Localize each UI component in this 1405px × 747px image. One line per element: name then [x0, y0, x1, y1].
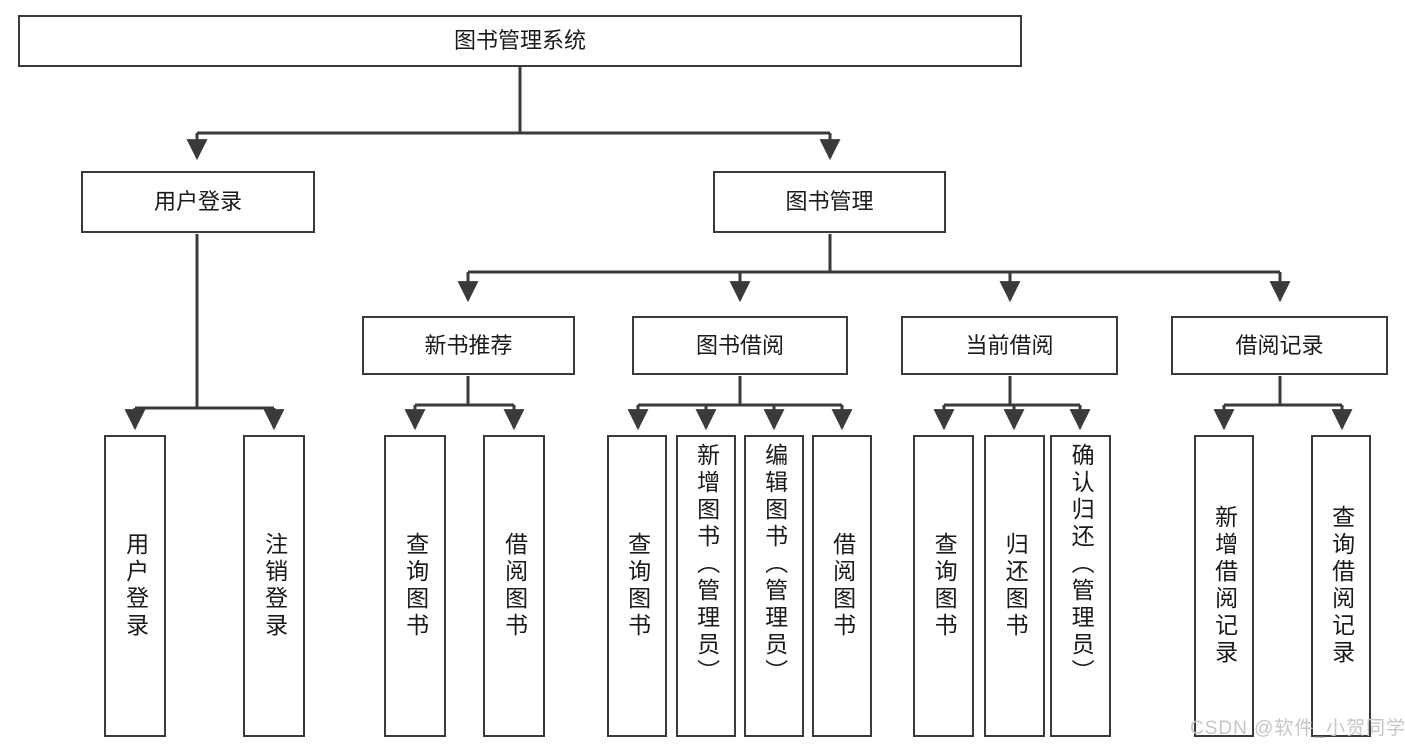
- node-label: 新增图书（管理员）: [693, 443, 720, 686]
- node-label: 图书管理: [785, 189, 874, 215]
- node-label: 查询图书: [402, 532, 429, 640]
- node-label: 注销登录: [261, 532, 288, 640]
- node-label: 查询图书: [624, 532, 651, 640]
- node-label: 图书管理系统: [453, 28, 586, 54]
- node-label: 确认归还（管理员）: [1068, 443, 1095, 686]
- leaf-current-return-book[interactable]: 归还图书: [984, 435, 1045, 737]
- node-label: 图书借阅: [695, 332, 784, 358]
- node-label: 编辑图书（管理员）: [761, 443, 788, 686]
- leaf-record-query[interactable]: 查询借阅记录: [1311, 435, 1371, 737]
- leaf-user-login-signout[interactable]: 注销登录: [243, 435, 305, 737]
- leaf-borrow-borrow-book[interactable]: 借阅图书: [812, 435, 872, 737]
- leaf-new-book-query[interactable]: 查询图书: [384, 435, 446, 737]
- leaf-record-add[interactable]: 新增借阅记录: [1194, 435, 1254, 737]
- node-label: 新书推荐: [424, 332, 513, 358]
- node-label: 用户登录: [122, 532, 149, 640]
- node-label: 当前借阅: [965, 332, 1054, 358]
- node-new-book-recommend[interactable]: 新书推荐: [362, 316, 575, 375]
- node-label: 借阅图书: [501, 532, 528, 640]
- leaf-borrow-query-book[interactable]: 查询图书: [607, 435, 667, 737]
- node-label: 借阅图书: [829, 532, 856, 640]
- node-label: 归还图书: [1002, 532, 1029, 640]
- leaf-user-login-signin[interactable]: 用户登录: [104, 435, 166, 737]
- node-book-borrow[interactable]: 图书借阅: [632, 316, 848, 375]
- node-borrow-records[interactable]: 借阅记录: [1171, 316, 1388, 375]
- leaf-current-query-book[interactable]: 查询图书: [913, 435, 974, 737]
- node-label: 用户登录: [153, 189, 242, 215]
- node-current-borrow[interactable]: 当前借阅: [901, 316, 1118, 375]
- node-book-management[interactable]: 图书管理: [713, 171, 946, 233]
- node-user-login[interactable]: 用户登录: [81, 171, 315, 233]
- leaf-current-confirm-return[interactable]: 确认归还（管理员）: [1050, 435, 1111, 737]
- leaf-new-book-borrow[interactable]: 借阅图书: [483, 435, 545, 737]
- node-root-system[interactable]: 图书管理系统: [18, 15, 1022, 67]
- leaf-borrow-edit-book[interactable]: 编辑图书（管理员）: [744, 435, 804, 737]
- node-label: 查询借阅记录: [1328, 505, 1355, 667]
- node-label: 查询图书: [931, 532, 958, 640]
- node-label: 借阅记录: [1235, 332, 1324, 358]
- leaf-borrow-add-book[interactable]: 新增图书（管理员）: [676, 435, 736, 737]
- node-label: 新增借阅记录: [1211, 505, 1238, 667]
